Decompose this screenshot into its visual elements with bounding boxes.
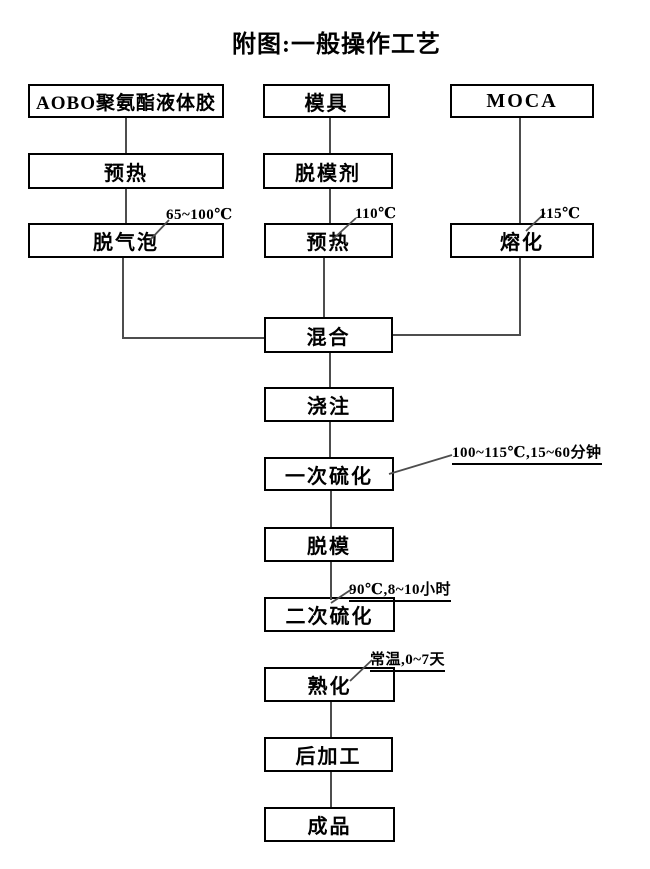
flow-box-preheat-mold: 预热 — [264, 223, 393, 258]
annotation-cure2-condition: 90℃,8~10小时 — [349, 578, 452, 602]
connector-aging-post — [330, 702, 332, 737]
connector-mold-release — [329, 118, 331, 153]
flow-box-aging: 熟化 — [264, 667, 395, 702]
annotation-cure1-condition: 100~115℃,15~60分钟 — [452, 441, 602, 465]
connector-melt-to-mix — [393, 334, 519, 336]
connector-preheat-degas — [125, 189, 127, 223]
flow-box-pour: 浇注 — [264, 387, 394, 422]
connector-aobo-preheat — [125, 118, 127, 153]
annotation-aging-condition: 常温,0~7天 — [370, 648, 446, 672]
flow-box-degas: 脱气泡 — [28, 223, 224, 258]
connector-cure1-demold — [330, 491, 332, 527]
flow-box-release-agent: 脱模剂 — [263, 153, 393, 189]
connector-degas-to-mix — [122, 337, 264, 339]
connector-melt-down — [519, 258, 521, 336]
connector-pour-cure1 — [329, 422, 331, 457]
leader-cure1-cond — [388, 454, 453, 475]
flow-box-mix: 混合 — [264, 317, 393, 353]
connector-post-final — [330, 772, 332, 807]
flow-box-first-vulcanization: 一次硫化 — [264, 457, 394, 491]
flow-box-melt: 熔化 — [450, 223, 594, 258]
connector-degas-down — [122, 258, 124, 339]
connector-moca-melt — [519, 118, 521, 223]
page-title: 附图:一般操作工艺 — [232, 32, 441, 58]
connector-release-preheat — [329, 189, 331, 223]
flow-box-mold: 模具 — [263, 84, 390, 118]
connector-demold-cure2 — [330, 562, 332, 600]
flow-box-demold: 脱模 — [264, 527, 394, 562]
flow-box-moca: MOCA — [450, 84, 594, 118]
flow-box-second-vulcanization: 二次硫化 — [264, 597, 395, 632]
connector-mix-pour — [329, 353, 331, 387]
annotation-preheat-temp: 110℃ — [355, 206, 397, 222]
flow-box-aobo-liquid-glue: AOBO聚氨酯液体胶 — [28, 84, 224, 118]
connector-preheat-to-mix — [323, 258, 325, 317]
annotation-degas-temp: 65~100℃ — [166, 207, 233, 223]
flow-box-final-product: 成品 — [264, 807, 395, 842]
flow-box-post-process: 后加工 — [264, 737, 393, 772]
annotation-melt-temp: 115℃ — [539, 206, 581, 222]
flow-box-preheat-glue: 预热 — [28, 153, 224, 189]
